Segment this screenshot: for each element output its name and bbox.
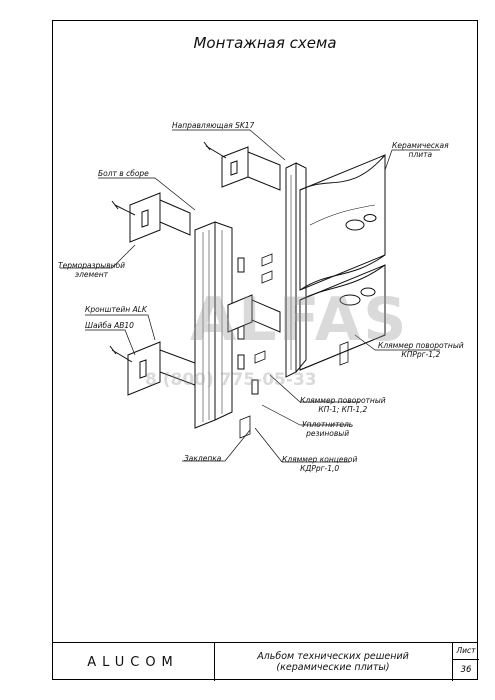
title-block: ALUCOM Альбом технических решений (керам… bbox=[52, 642, 479, 681]
leader-lines bbox=[60, 129, 440, 463]
label-plate: Керамическая плита bbox=[392, 141, 449, 159]
label-clip-end: Кляммер концевой КДРрг-1,0 bbox=[282, 455, 358, 473]
watermark-phone: 8 (800) 775-05-33 bbox=[145, 370, 317, 390]
bracket-lower-left bbox=[109, 341, 196, 396]
ceramic-plate-lower bbox=[299, 264, 386, 371]
label-clip-kp: Кляммер поворотный КП-1; КП-1,2 bbox=[300, 396, 386, 414]
ceramic-plate-upper bbox=[299, 154, 386, 291]
label-washer: Шайба АВ10 bbox=[85, 321, 134, 330]
sheet-number: 36 bbox=[460, 665, 472, 675]
label-rivet: Заклепка bbox=[184, 454, 222, 463]
vertical-rail-right bbox=[285, 162, 307, 378]
clips bbox=[239, 253, 349, 439]
bracket-center bbox=[227, 294, 281, 333]
label-bracket: Кронштейн ALK bbox=[85, 305, 147, 314]
watermark-brand: ALFAS bbox=[190, 285, 409, 355]
label-bolt: Болт в сборе bbox=[98, 169, 149, 178]
label-rail: Направляющая SK17 bbox=[172, 121, 255, 130]
sheet-frame bbox=[52, 20, 478, 680]
sheet-label: Лист bbox=[453, 643, 479, 660]
album-title: Альбом технических решений (керамические… bbox=[257, 651, 409, 673]
label-seal: Уплотнитель резиновый bbox=[302, 420, 354, 438]
drawing-title: Монтажная схема bbox=[193, 34, 337, 52]
sheet-number-cell: Лист 36 bbox=[452, 643, 479, 681]
label-thermal: Терморазрывной элемент bbox=[58, 261, 126, 279]
label-clip-kpr: Кляммер поворотный КПРрг-1,2 bbox=[378, 341, 464, 359]
bracket-upper-left bbox=[111, 192, 191, 243]
bracket-top bbox=[203, 141, 281, 191]
company-name: ALUCOM bbox=[52, 643, 215, 681]
